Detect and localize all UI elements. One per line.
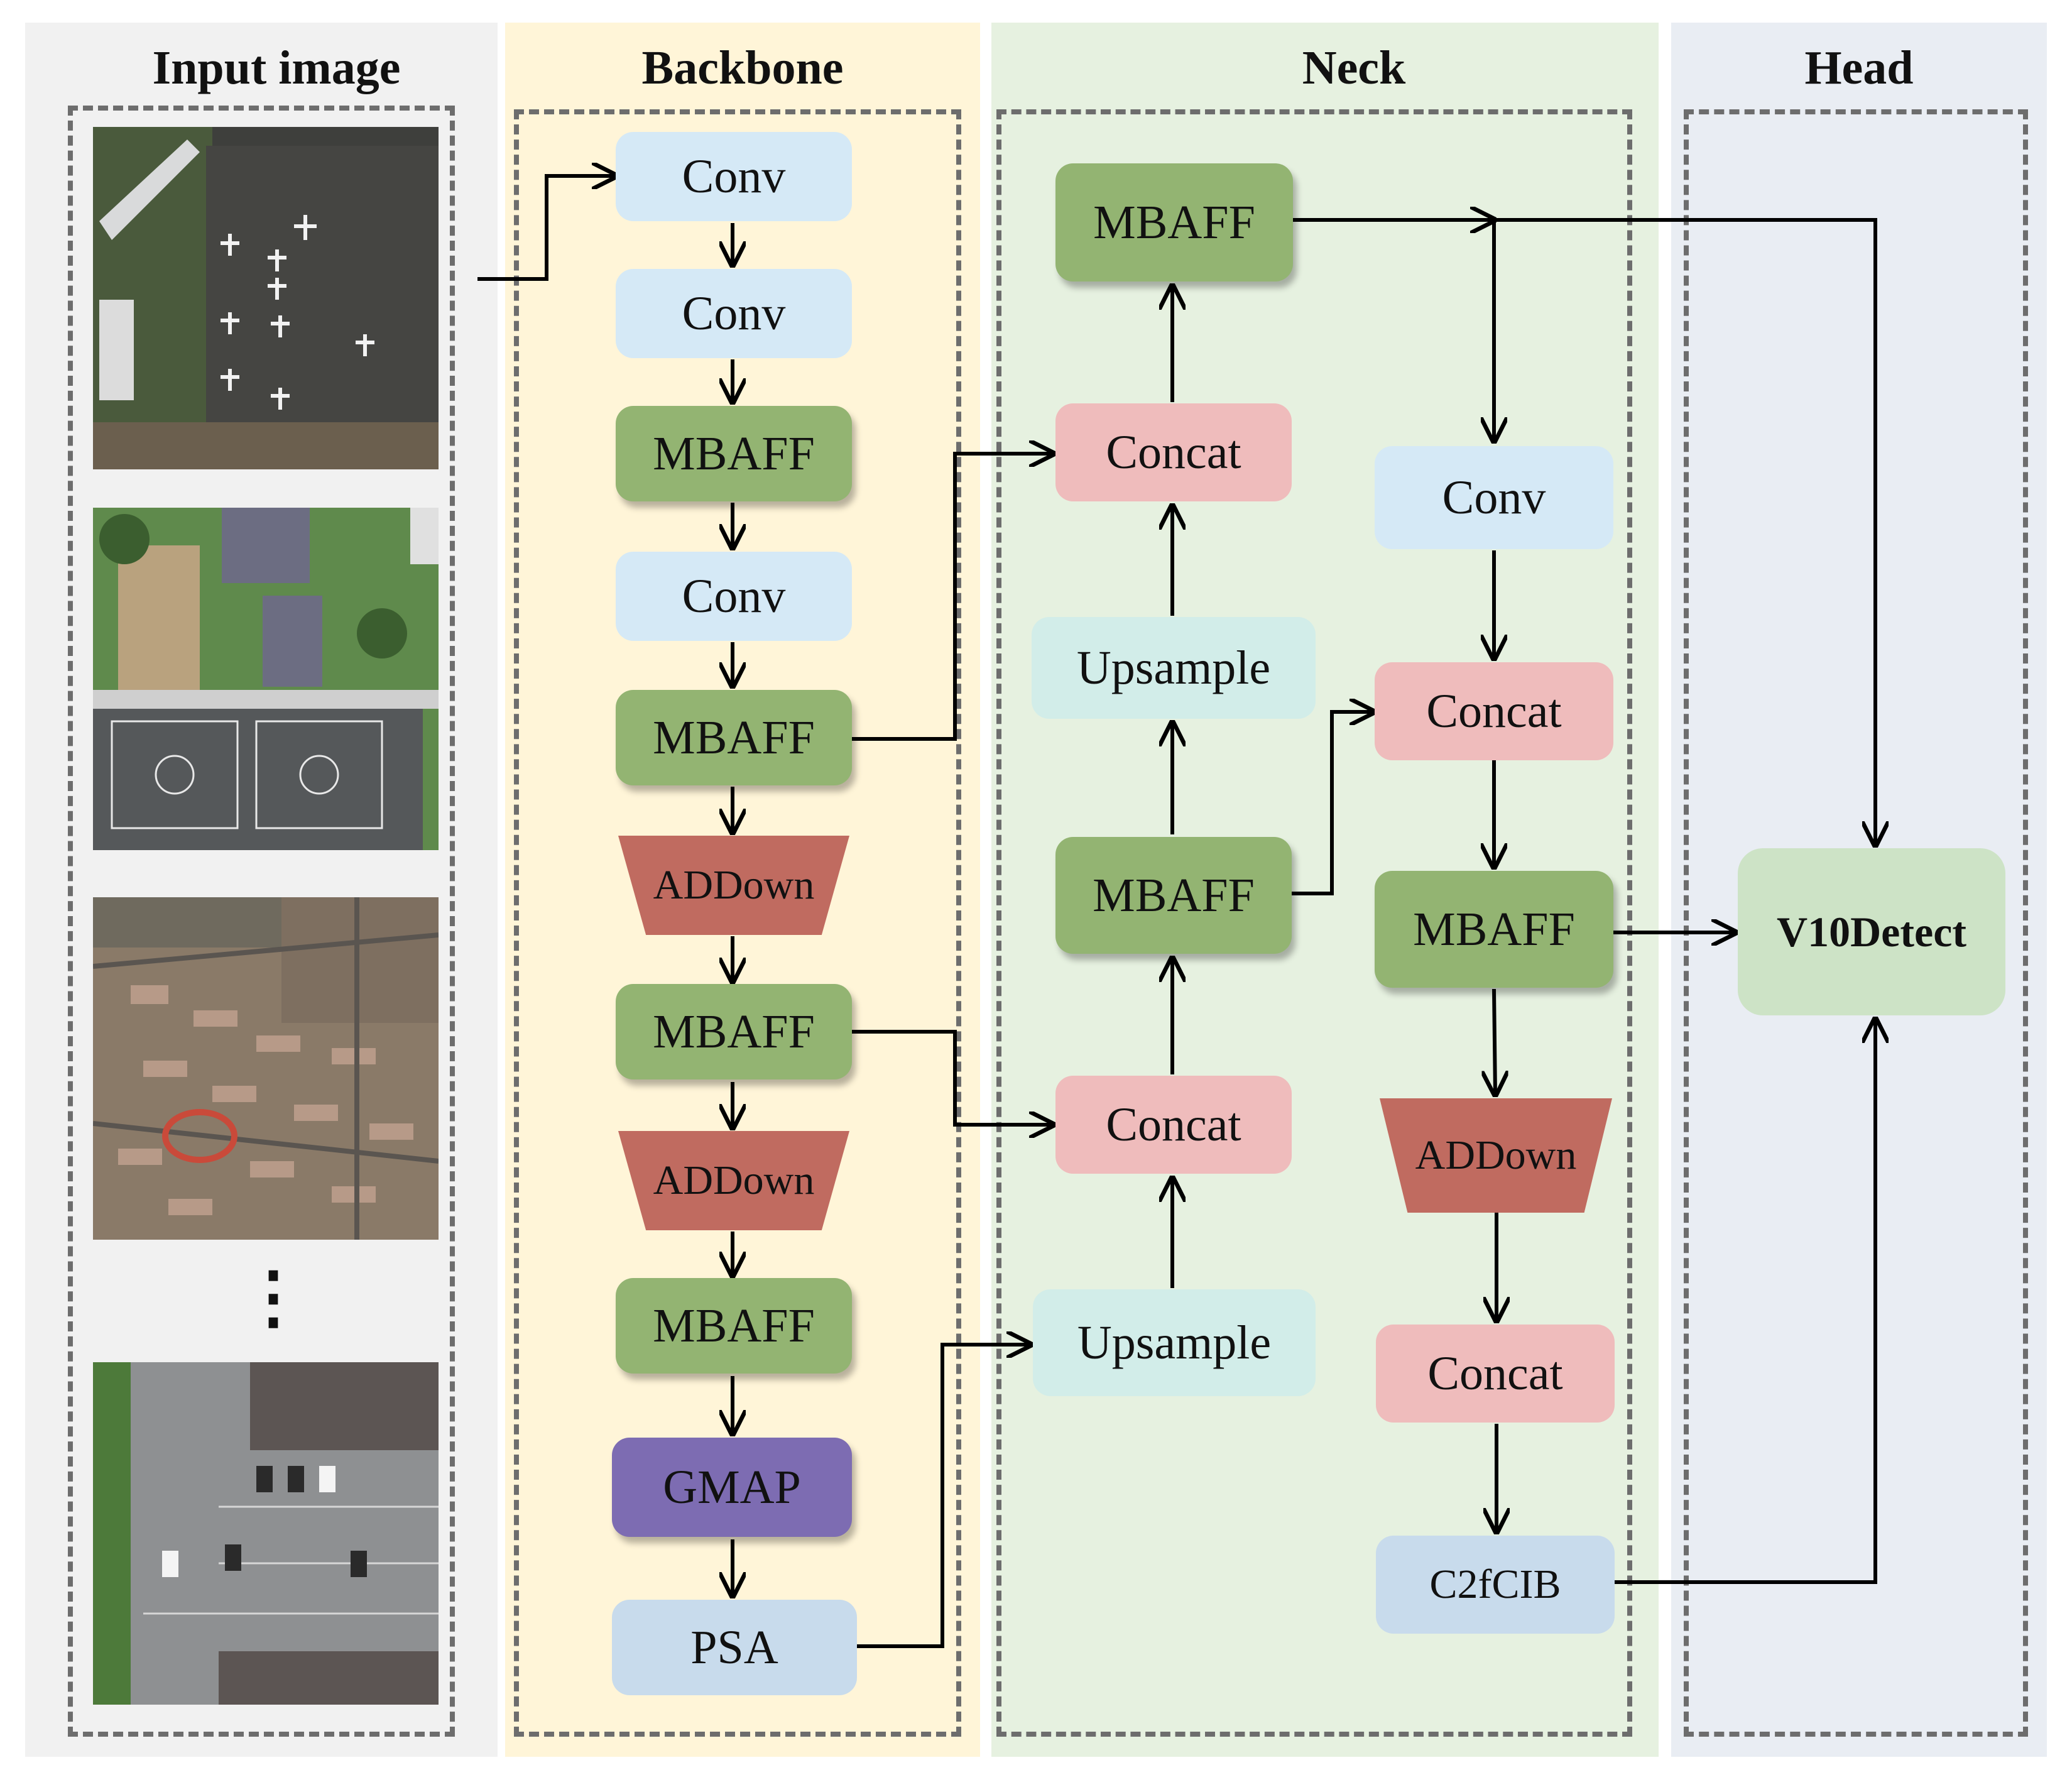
aerial-image-city <box>93 897 439 1240</box>
backbone-mbaff-2: MBAFF <box>616 690 852 785</box>
neck-addown: ADDown <box>1380 1098 1612 1213</box>
neck-frame <box>996 109 1632 1737</box>
aerial-image-airport <box>93 127 439 469</box>
head-title: Head <box>1804 41 1914 94</box>
backbone-frame <box>514 109 961 1737</box>
backbone-conv-3: Conv <box>616 552 852 641</box>
neck-mbaff-top: MBAFF <box>1055 163 1293 281</box>
backbone-addown-2: ADDown <box>618 1131 849 1230</box>
backbone-addown-1: ADDown <box>618 836 849 935</box>
aerial-image-school <box>93 508 439 850</box>
backbone-psa: PSA <box>612 1600 857 1695</box>
aerial-image-parking <box>93 1362 439 1705</box>
neck-c2fcib: C2fCIB <box>1376 1536 1615 1634</box>
neck-concat-1: Concat <box>1055 403 1292 501</box>
backbone-conv-2: Conv <box>616 269 852 358</box>
neck-concat-4: Concat <box>1376 1325 1615 1423</box>
neck-mbaff-right: MBAFF <box>1375 871 1613 988</box>
neck-title: Neck <box>1302 41 1406 94</box>
neck-upsample-2: Upsample <box>1033 1289 1316 1396</box>
more-images-ellipsis: ⋮ <box>239 1259 308 1336</box>
input-frame <box>68 106 455 1737</box>
backbone-mbaff-1: MBAFF <box>616 406 852 501</box>
neck-mbaff-mid: MBAFF <box>1055 837 1292 954</box>
backbone-title: Backbone <box>641 41 844 94</box>
backbone-gmap: GMAP <box>612 1438 852 1537</box>
backbone-conv-1: Conv <box>616 132 852 221</box>
neck-conv: Conv <box>1375 446 1613 549</box>
neck-concat-2: Concat <box>1055 1076 1292 1174</box>
backbone-mbaff-3: MBAFF <box>616 984 852 1079</box>
backbone-mbaff-4: MBAFF <box>616 1278 852 1374</box>
neck-upsample-1: Upsample <box>1032 617 1316 719</box>
input-title: Input image <box>152 41 401 94</box>
head-frame <box>1684 109 2028 1737</box>
neck-concat-3: Concat <box>1375 662 1613 760</box>
head-v10detect: V10Detect <box>1738 848 2005 1015</box>
